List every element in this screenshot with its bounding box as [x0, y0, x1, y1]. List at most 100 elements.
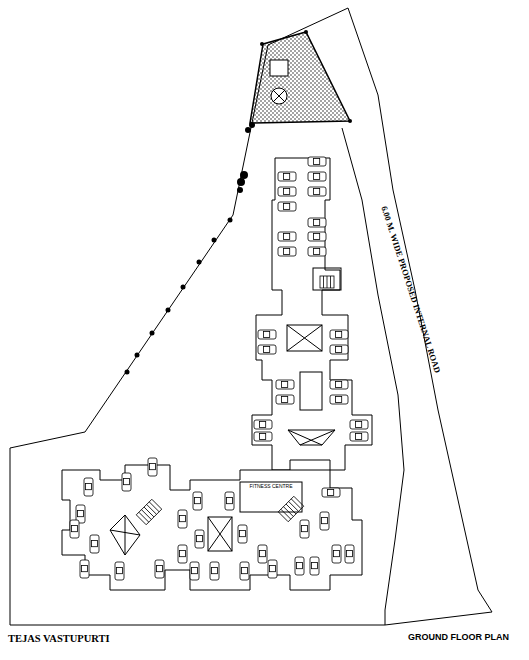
car-roof: [283, 234, 289, 240]
car-roof: [322, 517, 328, 523]
car-roof: [313, 174, 319, 180]
car-roof: [347, 550, 353, 556]
car-roof: [157, 565, 163, 571]
staircase: [136, 276, 334, 525]
car: [310, 557, 319, 575]
garden-feature: [270, 60, 288, 76]
car-roof: [327, 490, 333, 496]
car: [330, 395, 348, 404]
tree: [348, 119, 352, 123]
core: [110, 268, 341, 555]
trees: [125, 30, 353, 375]
car-roof: [92, 540, 98, 546]
car: [332, 545, 341, 563]
car: [178, 510, 187, 528]
car: [178, 545, 187, 563]
car-roof: [313, 249, 319, 255]
car-roof: [335, 382, 341, 388]
car: [268, 560, 277, 578]
tree: [212, 238, 217, 243]
car: [350, 420, 368, 429]
car: [330, 345, 348, 354]
road-edge: [385, 612, 492, 625]
car: [278, 247, 296, 256]
car: [308, 157, 326, 166]
car: [155, 560, 164, 578]
stair: [136, 499, 161, 524]
car-roof: [355, 434, 361, 440]
car: [240, 562, 249, 580]
tree: [166, 308, 171, 313]
tree: [237, 178, 245, 186]
car-roof: [335, 332, 341, 338]
car-roof: [192, 567, 198, 573]
car: [330, 380, 348, 389]
car: [308, 172, 326, 181]
building-outline: [62, 158, 372, 590]
car-roof: [313, 159, 319, 165]
car: [254, 432, 272, 441]
garden: [250, 32, 350, 123]
car-roof: [283, 204, 289, 210]
tree: [237, 187, 243, 193]
car-roof: [117, 567, 123, 573]
car: [238, 525, 247, 543]
car: [350, 432, 368, 441]
tree: [240, 171, 248, 179]
car-roof: [180, 515, 186, 521]
car: [278, 187, 296, 196]
car: [225, 492, 234, 510]
car-roof: [240, 530, 246, 536]
road-edge: [348, 8, 492, 612]
car: [148, 458, 157, 476]
car: [295, 557, 304, 575]
car-roof: [335, 397, 341, 403]
car: [308, 187, 326, 196]
car: [193, 492, 202, 510]
car-roof: [150, 463, 156, 469]
car: [122, 473, 131, 491]
car: [70, 520, 79, 538]
fountain: [271, 88, 287, 104]
car: [308, 247, 326, 256]
car-roof: [86, 483, 92, 489]
car-roof: [260, 550, 266, 556]
car-roof: [82, 565, 88, 571]
car-roof: [313, 220, 319, 226]
car: [345, 545, 354, 563]
car: [278, 202, 296, 211]
tree: [150, 331, 155, 336]
stair: [278, 496, 303, 521]
tree: [249, 122, 255, 128]
car-roof: [259, 434, 265, 440]
car: [278, 232, 296, 241]
car-roof: [195, 497, 201, 503]
car-roof: [212, 567, 218, 573]
car-roof: [78, 510, 84, 516]
car: [276, 395, 294, 404]
car: [210, 562, 219, 580]
tree: [181, 285, 186, 290]
car-roof: [259, 422, 265, 428]
car: [254, 420, 272, 429]
tree: [135, 353, 140, 358]
car-roof: [180, 550, 186, 556]
car: [258, 330, 276, 339]
car-roof: [263, 347, 269, 353]
tree: [245, 127, 251, 133]
car: [276, 380, 294, 389]
road-edge: [342, 128, 404, 625]
room-label: FITNESS CENTRE: [249, 484, 292, 490]
car: [308, 232, 326, 241]
car-roof: [283, 189, 289, 195]
car: [322, 488, 340, 497]
car-roof: [313, 189, 319, 195]
car: [80, 560, 89, 578]
car: [84, 478, 93, 496]
car: [320, 512, 329, 530]
project-title: TEJAS VASTUPURTI: [8, 633, 110, 645]
tree: [197, 260, 202, 265]
car: [258, 345, 276, 354]
